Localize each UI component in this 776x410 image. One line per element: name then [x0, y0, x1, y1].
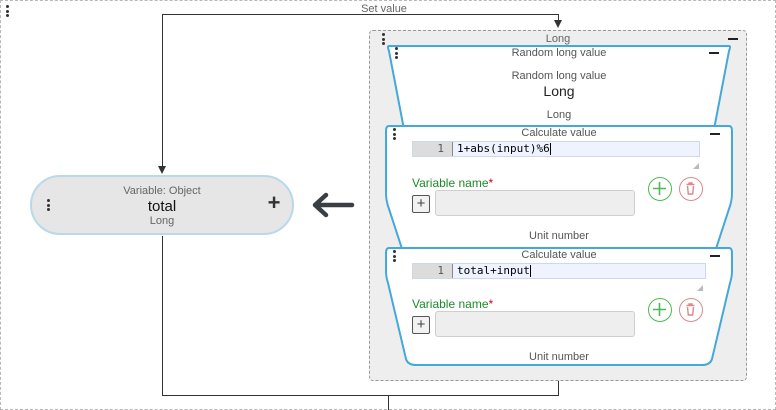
variable-type: Long: [149, 215, 175, 227]
long-minimize-icon[interactable]: [728, 38, 738, 40]
set-value-title: Set value: [361, 3, 407, 15]
calculate-value-block-2[interactable]: Calculate value 1 total+input Variable n…: [384, 245, 734, 369]
calc1-footer: Unit number: [529, 230, 589, 242]
set-value-drag-handle-icon[interactable]: [6, 5, 10, 19]
calc2-expand-icon[interactable]: +: [412, 316, 430, 334]
calc2-resize-handle-icon[interactable]: [697, 285, 703, 291]
calc1-trash-icon[interactable]: [679, 177, 703, 201]
calc1-resize-handle-icon[interactable]: [693, 163, 699, 169]
long-block: Long Random long value Random long value…: [369, 30, 747, 381]
variable-name: total: [147, 198, 177, 215]
arrow-left-icon: [312, 192, 355, 218]
calc2-title: Calculate value: [521, 249, 597, 261]
random-subtitle: Random long value: [511, 70, 607, 82]
connector-top: [162, 14, 558, 15]
connector-bottom-right: [558, 381, 559, 396]
calc2-drag-handle-icon[interactable]: [393, 250, 397, 264]
connector-left-down: [162, 14, 163, 168]
random-minimize-icon[interactable]: [709, 52, 719, 54]
random-type: Long: [543, 83, 575, 99]
calc2-code-editor[interactable]: 1 total+input: [412, 263, 706, 279]
calc2-footer: Unit number: [529, 351, 589, 363]
calc2-add-circle-icon[interactable]: [648, 298, 672, 322]
calc1-line-number: 1: [413, 142, 453, 156]
calc1-variable-name-input[interactable]: [435, 190, 635, 216]
random-drag-handle-icon[interactable]: [395, 47, 399, 61]
connector-out: [388, 395, 389, 410]
connector-arrow-right-icon: [554, 20, 562, 28]
long-block-title: Long: [545, 33, 571, 45]
calc1-code-editor[interactable]: 1 1+abs(input)%6: [412, 141, 700, 157]
long-drag-handle-icon[interactable]: [382, 33, 386, 47]
random-title: Random long value: [511, 47, 607, 59]
variable-caption: Variable: Object: [123, 185, 201, 197]
connector-bottom-left: [162, 236, 163, 396]
calc2-minimize-icon[interactable]: [710, 255, 720, 257]
calc2-variable-name-input[interactable]: [435, 311, 635, 337]
calc1-drag-handle-icon[interactable]: [393, 128, 397, 142]
random-footer: Long: [546, 109, 572, 121]
calc1-var-label: Variable name*: [412, 176, 494, 190]
calc2-trash-icon[interactable]: [679, 298, 703, 322]
calc1-title: Calculate value: [521, 127, 597, 139]
calc1-minimize-icon[interactable]: [710, 133, 720, 135]
connector-right-down: [558, 14, 559, 22]
connector-arrow-left-icon: [158, 166, 166, 174]
calc2-var-label: Variable name*: [412, 297, 494, 311]
connector-bottom: [162, 395, 558, 396]
calc1-expand-icon[interactable]: +: [412, 195, 430, 213]
calc1-add-circle-icon[interactable]: [648, 177, 672, 201]
variable-node[interactable]: Variable: Object total Long +: [30, 175, 294, 235]
calc2-code[interactable]: total+input: [457, 264, 531, 277]
calc1-code[interactable]: 1+abs(input)%6: [457, 142, 551, 155]
calculate-value-block-1[interactable]: Calculate value 1 1+abs(input)%6 Variabl…: [384, 123, 734, 273]
variable-add-plus-icon[interactable]: +: [267, 190, 281, 215]
calc2-line-number: 1: [413, 264, 453, 278]
variable-drag-handle-icon[interactable]: [47, 199, 51, 213]
